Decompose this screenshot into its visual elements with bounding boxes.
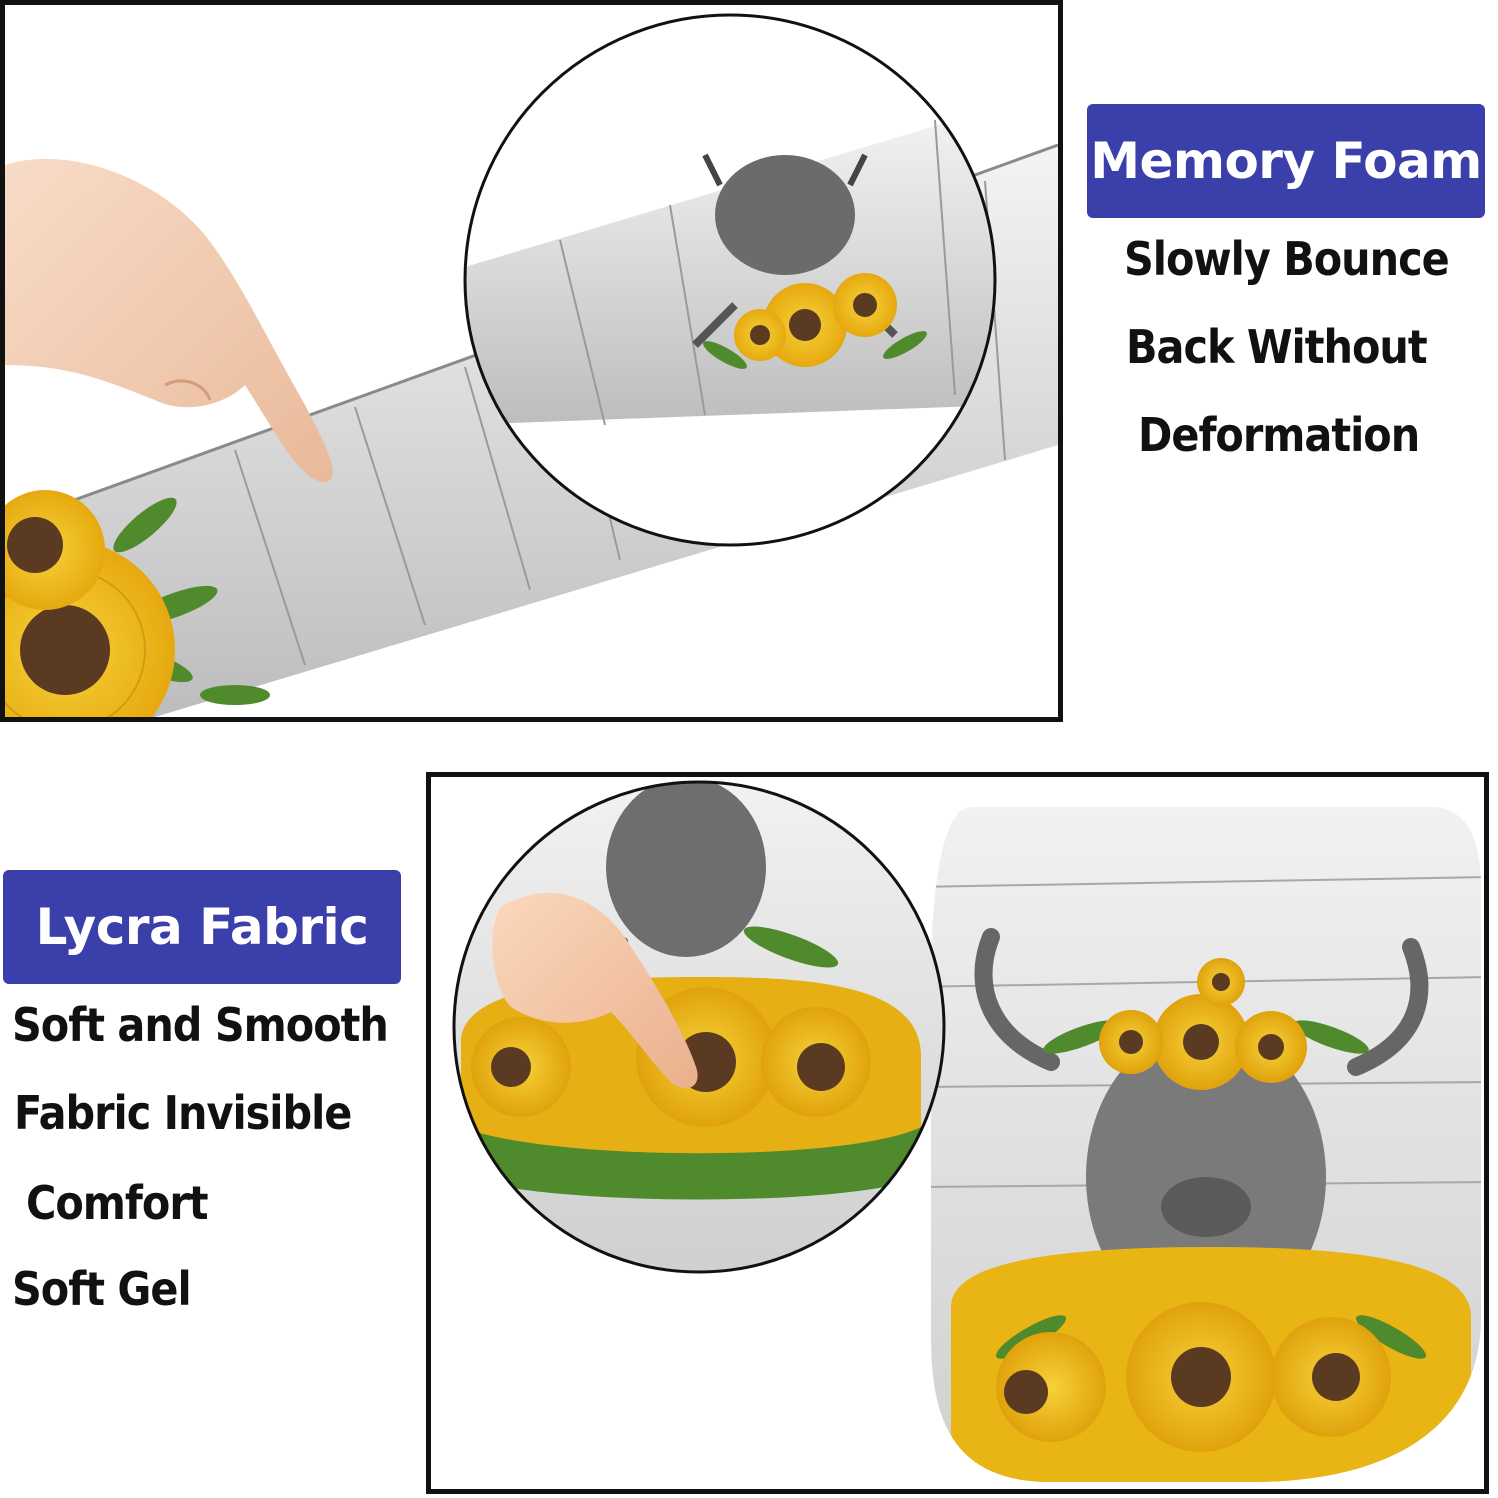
lycra-fabric-line-4: Soft Gel: [12, 1262, 192, 1316]
lycra-fabric-line-1: Soft and Smooth: [12, 998, 389, 1052]
wrist-rest-photo: [5, 13, 1058, 717]
magnifier-circle-icon: [463, 13, 997, 547]
pointing-hand-icon: [5, 158, 333, 482]
sunflower-icon: [1043, 958, 1369, 1090]
highland-cow-icon: [692, 153, 898, 348]
memory-foam-line-3: Deformation: [1138, 408, 1420, 462]
memory-foam-badge: Memory Foam: [1087, 104, 1485, 218]
mouse-pad: [931, 807, 1481, 1482]
lycra-fabric-line-2: Fabric Invisible: [14, 1086, 352, 1140]
sunflower-icon: [5, 490, 270, 717]
mouse-pad-photo: [452, 780, 1481, 1482]
pointing-hand-icon: [492, 892, 698, 1089]
magnifier-circle-icon: [452, 780, 946, 1274]
memory-foam-line-2: Back Without: [1126, 320, 1428, 374]
memory-foam-line-1: Slowly Bounce: [1124, 232, 1450, 286]
lycra-fabric-line-3: Comfort: [26, 1176, 209, 1230]
mouse-pad-photo-frame: [426, 772, 1489, 1494]
wrist-rest-photo-frame: [0, 0, 1063, 722]
lycra-fabric-badge: Lycra Fabric: [3, 870, 401, 984]
